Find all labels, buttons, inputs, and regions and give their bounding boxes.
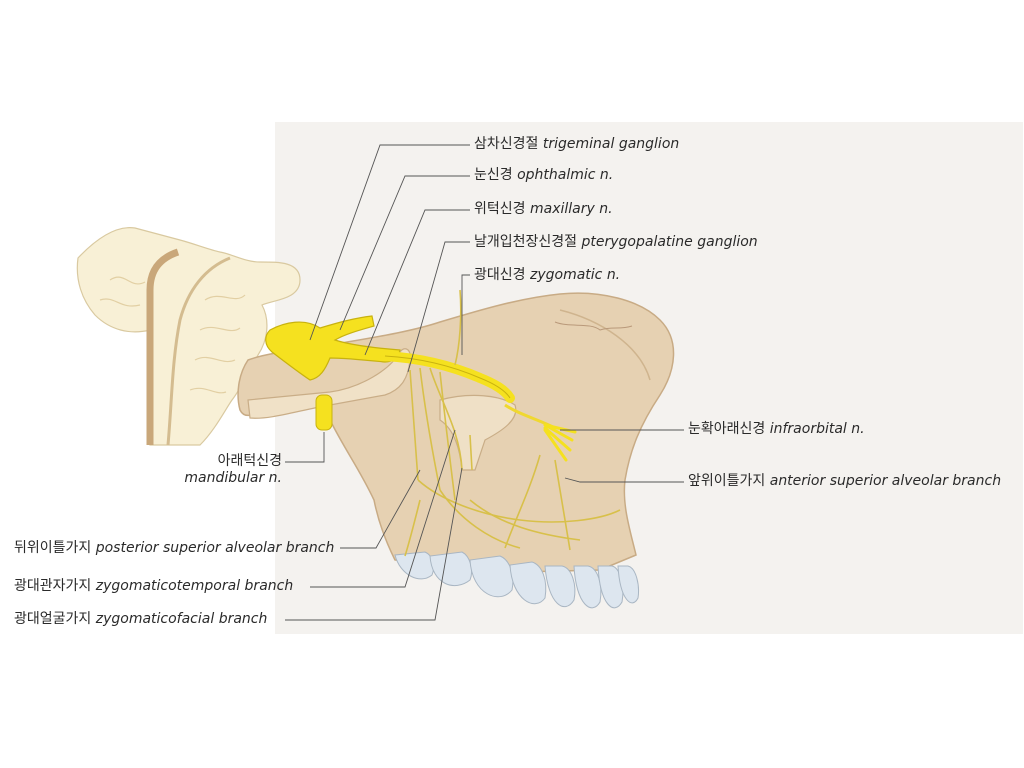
leader-lines bbox=[285, 144, 684, 621]
label-ko: 날개입천장신경절 bbox=[474, 234, 578, 250]
label-ko: 광대신경 bbox=[474, 267, 526, 283]
label-pterygopalatine: 날개입천장신경절 pterygopalatine ganglion bbox=[474, 234, 758, 251]
label-en: posterior superior alveolar branch bbox=[95, 540, 335, 556]
teeth bbox=[394, 551, 639, 609]
label-zygomatic: 광대신경 zygomatic n. bbox=[474, 267, 620, 284]
label-posterior-superior-alveolar: 뒤위이틀가지 posterior superior alveolar branc… bbox=[14, 540, 334, 557]
label-en: anterior superior alveolar branch bbox=[769, 473, 1002, 489]
label-ko: 삼차신경절 bbox=[474, 136, 539, 152]
label-en: zygomatic n. bbox=[529, 267, 621, 283]
label-en: ophthalmic n. bbox=[517, 167, 614, 183]
label-zygomaticofacial: 광대얼굴가지 zygomaticofacial branch bbox=[14, 611, 267, 628]
label-anterior-superior-alveolar: 앞위이틀가지 anterior superior alveolar branch bbox=[688, 473, 1001, 490]
label-maxillary: 위턱신경 maxillary n. bbox=[474, 201, 613, 218]
skull-bone bbox=[237, 292, 675, 573]
label-zygomaticotemporal: 광대관자가지 zygomaticotemporal branch bbox=[14, 578, 293, 595]
label-infraorbital: 눈확아래신경 infraorbital n. bbox=[688, 421, 865, 438]
label-en: mandibular n. bbox=[184, 470, 282, 486]
label-ko: 아래턱신경 bbox=[217, 453, 282, 469]
label-ko: 광대관자가지 bbox=[14, 578, 92, 594]
mandibular-nerve bbox=[315, 394, 333, 431]
label-en: zygomaticotemporal branch bbox=[95, 578, 294, 594]
label-en: infraorbital n. bbox=[769, 421, 865, 437]
label-ko: 위턱신경 bbox=[474, 201, 526, 217]
label-ko: 눈확아래신경 bbox=[688, 421, 766, 437]
nerves bbox=[265, 289, 621, 557]
label-ko: 광대얼굴가지 bbox=[14, 611, 92, 627]
label-mandibular: 아래턱신경 mandibular n. bbox=[170, 453, 282, 487]
label-en: pterygopalatine ganglion bbox=[581, 234, 758, 250]
label-ko: 앞위이틀가지 bbox=[688, 473, 766, 489]
label-en: maxillary n. bbox=[529, 201, 613, 217]
label-ophthalmic: 눈신경 ophthalmic n. bbox=[474, 167, 613, 184]
label-ko: 눈신경 bbox=[474, 167, 513, 183]
brain-section bbox=[76, 227, 301, 446]
label-ko: 뒤위이틀가지 bbox=[14, 540, 92, 556]
label-en: trigeminal ganglion bbox=[542, 136, 680, 152]
label-en: zygomaticofacial branch bbox=[95, 611, 268, 627]
label-trigeminal-ganglion: 삼차신경절 trigeminal ganglion bbox=[474, 136, 679, 153]
